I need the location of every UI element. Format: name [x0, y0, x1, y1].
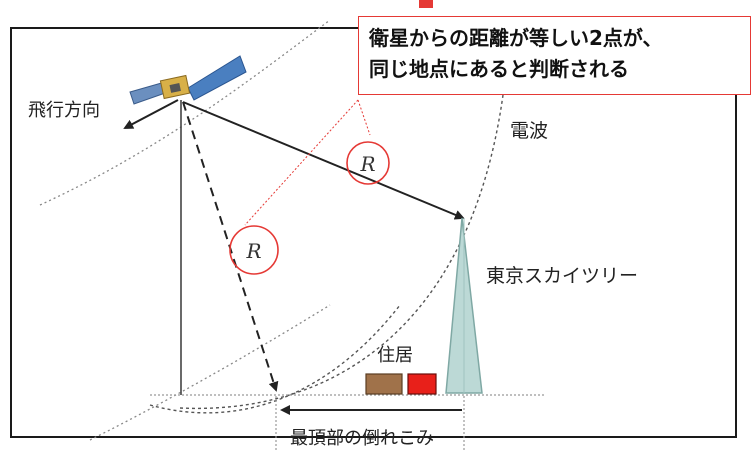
callout-leader-right	[357, 99, 371, 136]
wavefront-arc-inner	[149, 304, 401, 414]
range-line-solid	[182, 101, 465, 220]
radio-wave-arc	[179, 94, 504, 410]
radio-wave-label: 電波	[510, 120, 549, 142]
flight-direction-label: 飛行方向	[28, 100, 100, 121]
satellite-icon	[129, 55, 247, 105]
range-line-dashed	[182, 101, 279, 392]
range-circle-left	[229, 225, 279, 275]
top-marker	[419, 0, 433, 8]
range-label-left: R	[245, 239, 261, 263]
callout-line-2: 同じ地点にあると判断される	[369, 57, 629, 81]
orbit-line-upper	[39, 19, 331, 206]
house-brown	[365, 373, 403, 395]
foreshortening-label: 最頂部の倒れこみ	[290, 428, 434, 449]
orbit-line-lower	[89, 304, 331, 441]
range-circle-right	[346, 141, 390, 185]
flight-direction-arrow	[123, 99, 179, 129]
callout-box: 衛星からの距離が等しい2点が、 同じ地点にあると判断される	[358, 16, 751, 95]
house-red	[407, 373, 437, 395]
callout-line-1: 衛星からの距離が等しい2点が、	[369, 26, 663, 50]
skytree-label: 東京スカイツリー	[486, 265, 639, 287]
callout-leader-left	[244, 99, 359, 226]
range-label-right: R	[359, 152, 375, 176]
residence-label: 住居	[377, 345, 413, 366]
